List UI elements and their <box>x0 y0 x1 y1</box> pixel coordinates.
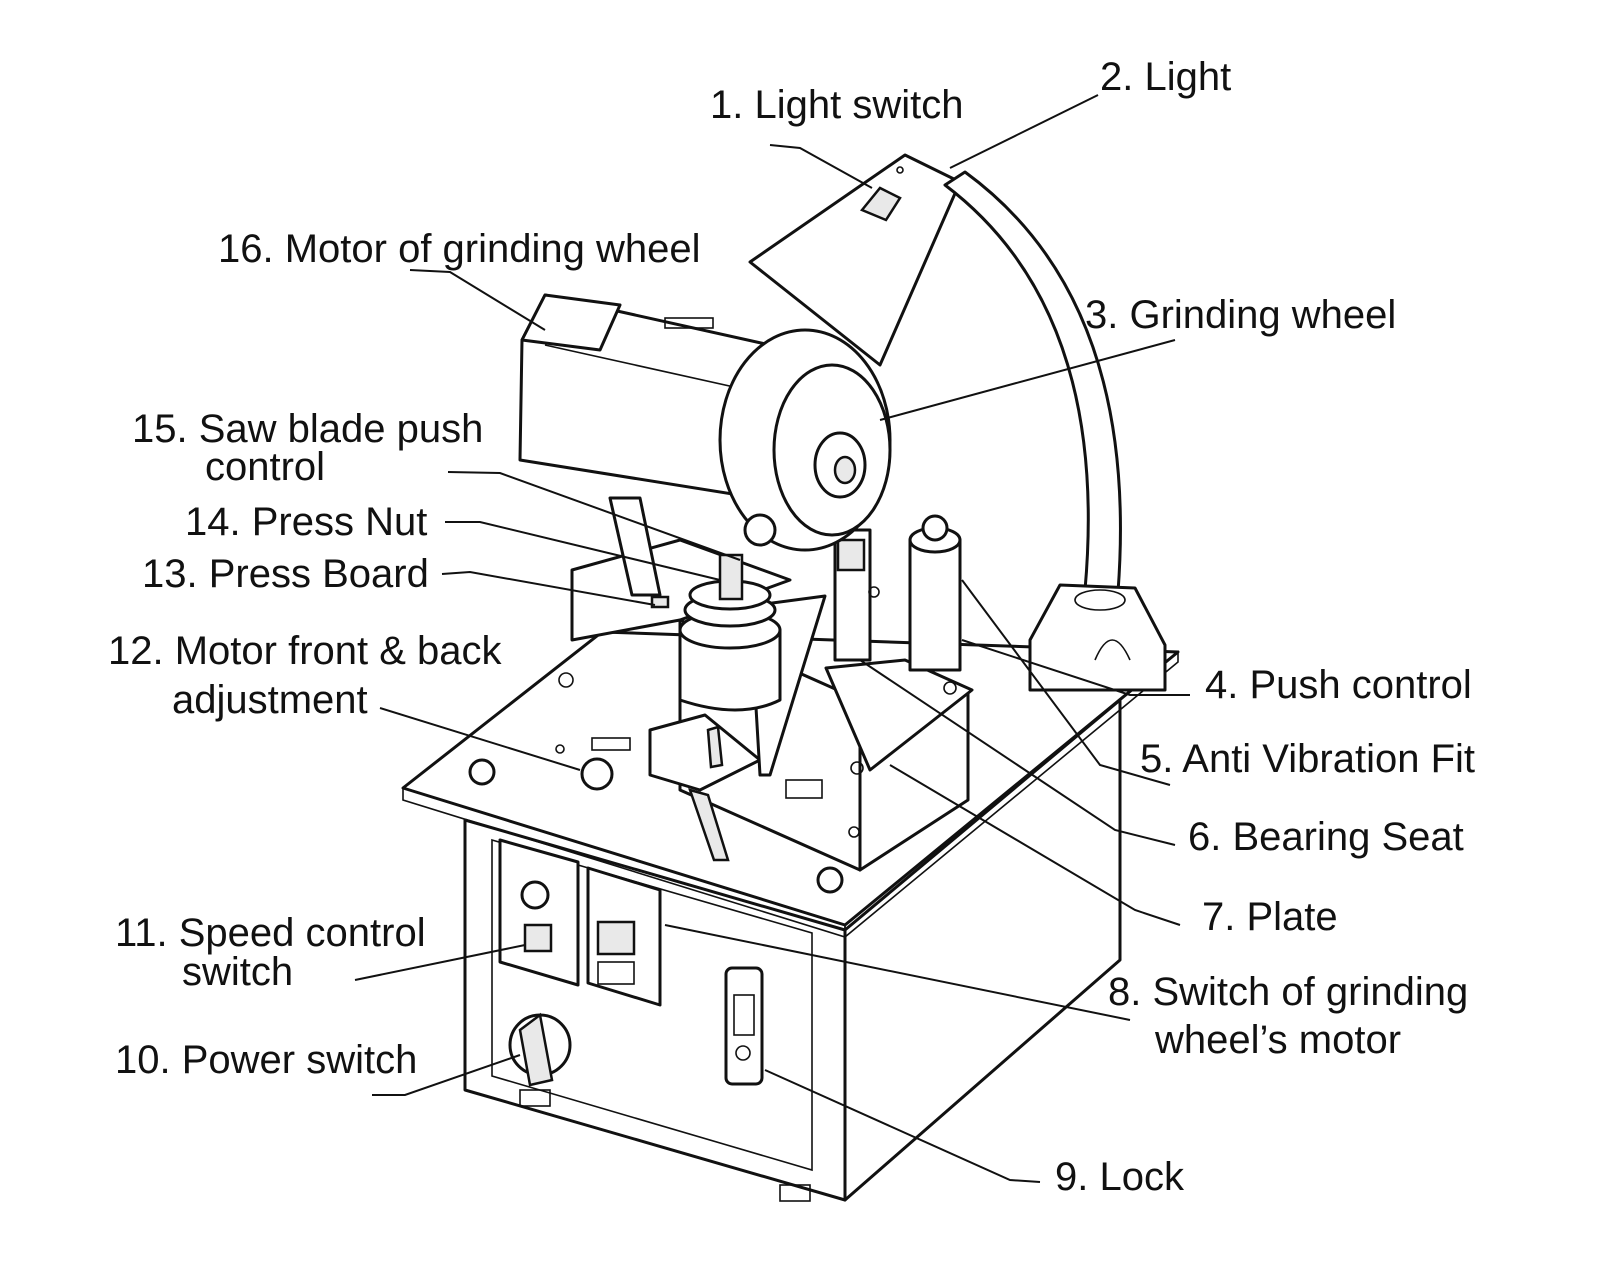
motor-switch-box <box>586 866 662 1007</box>
label-bearing-seat: 6. Bearing Seat <box>1188 815 1464 859</box>
leader-8 <box>664 924 1131 1021</box>
leader-4 <box>961 639 1190 696</box>
light-base <box>1028 583 1167 692</box>
leader-11 <box>354 944 526 981</box>
leader-7 <box>889 764 1181 926</box>
lock-body <box>724 966 764 1086</box>
leader-6 <box>859 659 1176 846</box>
power-switch-knob <box>508 1012 572 1087</box>
label-motor-adjustment-line2: adjustment <box>172 678 368 722</box>
label-light-switch: 1. Light switch <box>710 83 963 127</box>
label-saw-blade-push-line2: control <box>205 445 325 489</box>
leader-10 <box>372 1054 521 1096</box>
adjustment-knob <box>555 737 631 791</box>
leader-1 <box>769 144 873 189</box>
label-plate: 7. Plate <box>1202 895 1338 939</box>
label-saw-blade-push-line1: 15. Saw blade push <box>132 407 483 451</box>
leader-2 <box>949 94 1099 169</box>
machine-drawing <box>401 153 1180 1202</box>
leader-16 <box>409 269 546 331</box>
leader-13 <box>441 570 656 606</box>
label-press-nut: 14. Press Nut <box>185 500 427 544</box>
label-grinding-wheel: 3. Grinding wheel <box>1085 293 1396 337</box>
push-control-column <box>833 514 962 672</box>
leader-12 <box>379 707 581 771</box>
light-arm <box>943 170 1122 594</box>
leader-lines <box>354 94 1190 1183</box>
label-lock: 9. Lock <box>1055 1155 1185 1199</box>
press-board <box>650 553 782 712</box>
label-push-control: 4. Push control <box>1205 663 1472 707</box>
label-motor-switch-line2: wheel’s motor <box>1154 1018 1401 1062</box>
label-light: 2. Light <box>1100 55 1231 99</box>
grinding-motor <box>518 293 772 597</box>
label-speed-control-line2: switch <box>182 950 293 994</box>
label-motor-switch-line1: 8. Switch of grinding <box>1108 970 1468 1014</box>
speed-control-panel <box>498 838 580 987</box>
label-grinding-motor: 16. Motor of grinding wheel <box>218 227 701 271</box>
grinding-wheel <box>718 328 892 552</box>
bearing-seat <box>824 658 974 775</box>
label-press-board: 13. Press Board <box>142 552 429 596</box>
label-motor-adjustment-line1: 12. Motor front & back <box>108 629 503 673</box>
leader-14 <box>445 521 721 581</box>
leader-15 <box>447 471 741 561</box>
leader-5 <box>961 579 1171 786</box>
leader-3 <box>879 339 1176 421</box>
label-power-switch: 10. Power switch <box>115 1038 417 1082</box>
label-anti-vibration-fit: 5. Anti Vibration Fit <box>1140 737 1475 781</box>
leader-9 <box>764 1069 1041 1183</box>
labels: 1. Light switch 2. Light 3. Grinding whe… <box>108 55 1475 1199</box>
label-speed-control-line1: 11. Speed control <box>115 911 426 955</box>
